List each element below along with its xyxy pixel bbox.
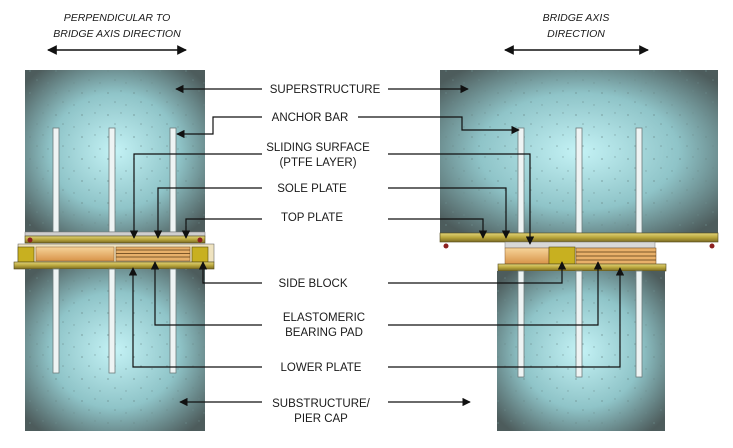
arrow-elastomeric-right bbox=[388, 261, 603, 326]
arrow-side-block-left bbox=[198, 261, 262, 284]
arrow-anchor-bar-left bbox=[176, 116, 262, 139]
labels: SUPERSTRUCTURE ANCHOR BAR SLIDING SURFAC… bbox=[266, 84, 380, 425]
left-direction-indicator: PERPENDICULAR TO BRIDGE AXIS DIRECTION bbox=[47, 12, 187, 55]
left-anchor-bar-3 bbox=[169, 127, 177, 233]
arrow-lower-plate-left bbox=[128, 267, 262, 368]
right-anchor-bar-6 bbox=[635, 270, 643, 378]
left-lower-plate bbox=[13, 261, 215, 270]
left-top-plate bbox=[24, 235, 206, 244]
left-anchor-bar-4 bbox=[52, 268, 60, 374]
arrow-sliding-surface-left bbox=[129, 153, 262, 239]
label-elastomeric-line1: ELASTOMERIC bbox=[283, 312, 365, 324]
left-anchor-bar-1 bbox=[52, 127, 60, 233]
label-top-plate: TOP PLATE bbox=[281, 212, 343, 224]
left-side-block-1 bbox=[17, 246, 35, 263]
arrow-sole-plate-left bbox=[153, 187, 262, 239]
left-bolt-2 bbox=[197, 237, 203, 243]
label-elastomeric-line2: BEARING PAD bbox=[285, 327, 363, 339]
label-side-block: SIDE BLOCK bbox=[278, 278, 347, 290]
arrow-top-plate-left bbox=[181, 218, 262, 239]
label-substructure-line2: PIER CAP bbox=[294, 413, 348, 425]
label-sole-plate: SOLE PLATE bbox=[277, 183, 347, 195]
left-section bbox=[13, 70, 215, 431]
right-anchor-bar-1 bbox=[517, 127, 525, 234]
left-elastomeric-pad-face bbox=[35, 246, 115, 262]
right-lower-plate bbox=[497, 263, 667, 272]
right-anchor-bar-2 bbox=[575, 127, 583, 234]
right-anchor-bar-4 bbox=[517, 270, 525, 378]
right-direction-indicator: BRIDGE AXIS DIRECTION bbox=[504, 12, 649, 55]
left-sole-plate bbox=[24, 231, 206, 237]
arrow-elastomeric-left bbox=[150, 261, 262, 326]
arrow-lower-plate-right bbox=[388, 267, 625, 368]
left-anchor-bar-2 bbox=[108, 127, 116, 233]
left-side-block-2 bbox=[191, 246, 209, 263]
label-superstructure: SUPERSTRUCTURE bbox=[270, 84, 381, 96]
left-bolt-1 bbox=[27, 237, 33, 243]
right-elastomeric-pad-face bbox=[504, 247, 550, 265]
right-bolt-2 bbox=[709, 243, 715, 249]
left-direction-line2: BRIDGE AXIS DIRECTION bbox=[53, 28, 181, 40]
right-sliding-surface bbox=[504, 241, 656, 249]
left-anchor-bar-5 bbox=[108, 268, 116, 374]
right-section bbox=[439, 70, 719, 431]
arrow-sliding-surface-right bbox=[388, 153, 535, 245]
arrow-top-plate-right bbox=[388, 218, 488, 239]
leader-arrows bbox=[128, 84, 625, 407]
label-lower-plate: LOWER PLATE bbox=[281, 362, 362, 374]
left-direction-line1: PERPENDICULAR TO bbox=[64, 12, 171, 24]
label-anchor-bar: ANCHOR BAR bbox=[272, 112, 349, 124]
right-top-plate bbox=[439, 232, 719, 243]
right-anchor-bar-5 bbox=[575, 270, 583, 378]
left-elastomeric-pad-layers bbox=[115, 246, 191, 262]
arrow-sole-plate-right bbox=[388, 187, 511, 239]
right-direction-line1: BRIDGE AXIS bbox=[543, 12, 610, 24]
label-substructure-line1: SUBSTRUCTURE/ bbox=[272, 398, 371, 410]
right-anchor-bar-3 bbox=[635, 127, 643, 234]
label-sliding-surface-line2: (PTFE LAYER) bbox=[279, 157, 356, 169]
right-bolt-1 bbox=[443, 243, 449, 249]
right-elastomeric-pad-layers bbox=[575, 247, 657, 265]
arrow-side-block-right bbox=[388, 261, 567, 284]
left-anchor-bar-6 bbox=[169, 268, 177, 374]
right-side-block bbox=[548, 246, 576, 265]
arrow-anchor-bar-right bbox=[358, 116, 520, 135]
label-sliding-surface-line1: SLIDING SURFACE bbox=[266, 142, 370, 154]
right-direction-line2: DIRECTION bbox=[547, 28, 605, 40]
